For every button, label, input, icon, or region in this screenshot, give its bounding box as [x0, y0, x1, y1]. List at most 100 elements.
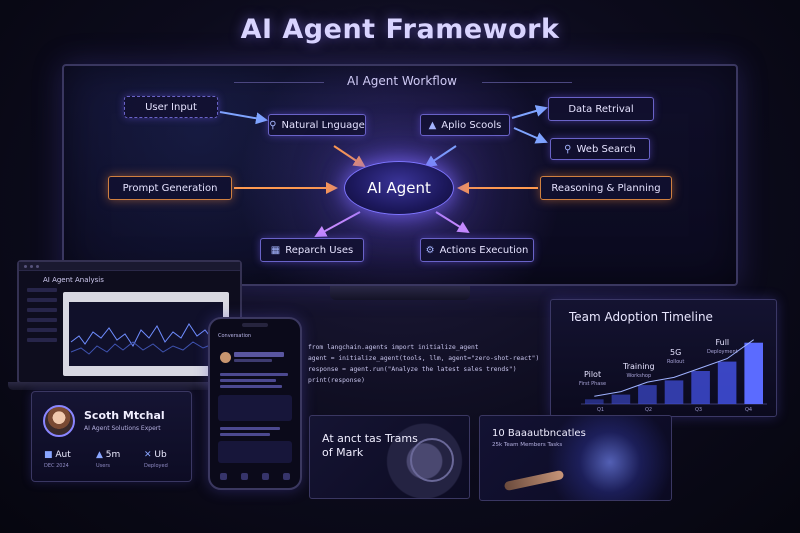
phone-header: Conversation: [218, 333, 252, 339]
code-snippet: from langchain.agents import initialize_…: [308, 342, 598, 408]
stat-label: DEC 2024: [44, 463, 69, 469]
code-line-4: print(response): [308, 377, 365, 384]
search-icon: ⚲: [564, 143, 572, 155]
stage-sub: Rollout: [667, 359, 685, 365]
promo-card-subtitle: 25k Team Members Tasks: [492, 442, 563, 448]
node-prompt-generation: Prompt Generation: [108, 176, 232, 200]
node-actions-execution-label: Actions Execution: [439, 244, 529, 256]
stat-label: Deployed: [144, 463, 168, 469]
title-rule-left: [234, 82, 324, 83]
node-prompt-generation-label: Prompt Generation: [122, 182, 218, 194]
message-card[interactable]: [218, 441, 292, 463]
page-title: AI Agent Framework: [240, 14, 560, 45]
close-icon: ✕: [144, 450, 152, 460]
adoption-timeline-card: Team Adoption Timeline Pilot First Phase…: [550, 299, 777, 417]
stage-full: Full Deployment: [707, 338, 738, 355]
message-line: [220, 379, 276, 382]
node-web-search-label: Web Search: [576, 143, 636, 155]
workflow-monitor: AI Agent Workflow User Input: [62, 64, 738, 286]
analysis-panel: [63, 292, 229, 376]
timeline-title: Team Adoption Timeline: [569, 310, 713, 324]
profile-stat: ▲ 5m Users: [96, 450, 142, 476]
window-dot-icon: [24, 265, 27, 268]
node-natural-language-label: Natural Lnguage: [281, 119, 365, 131]
laptop-base: [8, 382, 252, 390]
stage-label: Training: [623, 362, 655, 371]
tools-icon: ▲: [428, 119, 437, 131]
app-icon[interactable]: [241, 473, 248, 480]
ai-agent-core: AI Agent: [344, 161, 454, 215]
calendar-icon: ■: [44, 450, 53, 460]
node-research-users: ▦ Reparch Uses: [260, 238, 364, 262]
code-line-1: from langchain.agents import initialize_…: [308, 344, 479, 351]
promo-card-text: At anct tas Trams of Mark: [322, 432, 418, 459]
chart-trend-line: [594, 339, 754, 397]
hand-icon: [503, 469, 565, 492]
message-line: [220, 385, 282, 388]
code-line-3: response = agent.run("Analyze the latest…: [308, 366, 517, 373]
avatar: [43, 405, 75, 437]
app-icon[interactable]: [262, 473, 269, 480]
phone-contact-sub: [234, 359, 272, 362]
node-data-retrieval: Data Retrival: [548, 97, 654, 121]
chart-bar: [585, 399, 604, 404]
message-card[interactable]: [218, 395, 292, 421]
node-data-retrieval-label: Data Retrival: [568, 103, 634, 115]
tick-label: Q4: [745, 407, 753, 413]
timeline-bar-chart: [581, 339, 767, 405]
profile-role: AI Agent Solutions Expert: [84, 425, 161, 432]
node-reasoning-planning-label: Reasoning & Planning: [551, 182, 661, 194]
stage-sub: Workshop: [626, 373, 652, 379]
stage-label: Full: [715, 338, 730, 347]
stage-sub: Deployment: [707, 349, 738, 355]
stage-label: Pilot: [583, 370, 602, 379]
phone-contact-name: [234, 352, 284, 357]
chart-bar: [744, 342, 763, 404]
users-icon: ▲: [96, 450, 103, 460]
tick-label: Q3: [695, 407, 703, 413]
chart-bar: [664, 380, 684, 404]
profile-card: Scoth Mtchal AI Agent Solutions Expert ■…: [31, 391, 192, 482]
chart-bar: [691, 371, 710, 404]
code-line-2: agent = initialize_agent(tools, llm, age…: [308, 355, 540, 362]
profile-name: Scoth Mtchal: [84, 409, 165, 422]
node-actions-execution: ⚙ Actions Execution: [420, 238, 534, 262]
promo-card-network[interactable]: 10 Baaautbncatles 25k Team Members Tasks: [479, 415, 672, 501]
gear-icon: ⚙: [425, 244, 435, 256]
node-natural-language: ⚲ Natural Lnguage: [268, 114, 366, 136]
message-line: [220, 433, 270, 436]
stage-pilot: Pilot First Phase: [579, 370, 606, 387]
promo-card-robot[interactable]: At anct tas Trams of Mark: [309, 415, 470, 499]
laptop-sidebar: [27, 288, 57, 376]
analysis-line-chart: [69, 302, 223, 366]
robot-hand-icon: [410, 438, 454, 482]
tick-label: Q2: [645, 407, 653, 413]
node-reasoning-planning: Reasoning & Planning: [540, 176, 672, 200]
window-dot-icon: [30, 265, 33, 268]
stat-value: Ub: [154, 450, 167, 460]
chart-bar: [717, 361, 737, 404]
chart-bar: [611, 394, 631, 404]
stat-value: 5m: [105, 450, 121, 460]
node-web-search: ⚲ Web Search: [550, 138, 650, 160]
stage-training: Training Workshop: [623, 362, 655, 379]
profile-stat: ✕ Ub Deployed: [144, 450, 190, 476]
monitor-stand: [330, 286, 470, 300]
stage-5g: 5G Rollout: [667, 348, 684, 365]
grid-icon: ▦: [270, 244, 281, 256]
title-rule-right: [482, 82, 572, 83]
avatar: [220, 352, 231, 363]
stage-label: 5G: [669, 348, 682, 357]
app-icon[interactable]: [283, 473, 290, 480]
laptop-app-title: AI Agent Analysis: [43, 276, 104, 284]
stat-value: Aut: [55, 450, 71, 460]
node-research-users-label: Reparch Uses: [285, 244, 354, 256]
stage-sub: First Phase: [579, 381, 607, 387]
message-line: [220, 427, 280, 430]
ai-agent-core-label: AI Agent: [367, 179, 431, 197]
tick-label: Q1: [597, 407, 605, 413]
node-apis-tools-label: Aplio Scools: [441, 119, 502, 131]
stat-label: Users: [96, 463, 111, 469]
laptop-titlebar: [19, 262, 240, 271]
app-icon[interactable]: [220, 473, 227, 480]
